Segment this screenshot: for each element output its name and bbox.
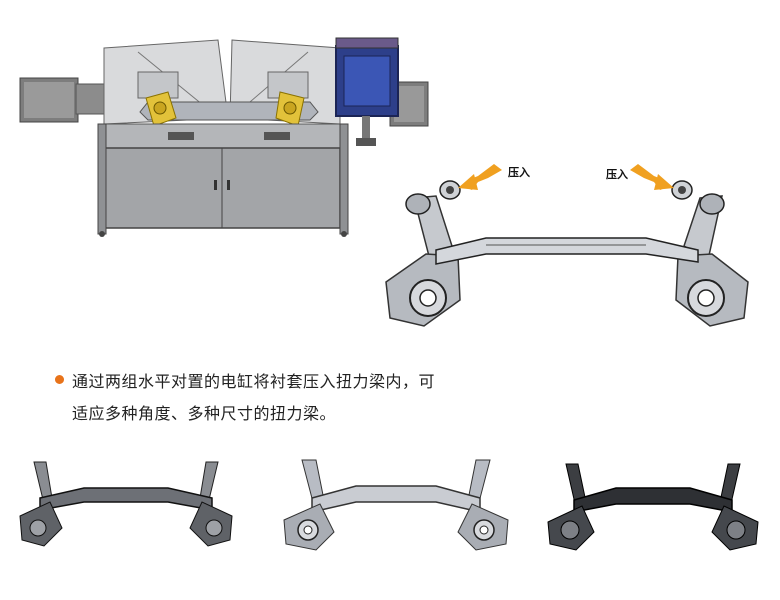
torsion-beam-press-diagram: 压入 压入	[366, 150, 766, 338]
press-arrow-right-icon	[630, 164, 674, 190]
right-bushing-icon	[671, 180, 693, 200]
torsion-beam-variant-1-drawing	[19, 461, 233, 547]
press-arrow-left-icon	[458, 164, 502, 190]
press-label-right: 压入	[606, 168, 628, 181]
left-bushing-icon	[439, 180, 461, 200]
torsion-beam-variant-2	[272, 456, 520, 554]
torsion-beam-variant-3-drawing	[547, 463, 759, 551]
torsion-beam-variant-3	[540, 460, 766, 552]
press-label-left: 压入	[508, 166, 530, 179]
torsion-beam-variant-2-drawing	[283, 459, 509, 551]
description-line-2: 适应多种角度、多种尺寸的扭力梁。	[72, 404, 337, 423]
description-line-1: 通过两组水平对置的电缸将衬套压入扭力梁内，可	[72, 372, 436, 391]
bullet-icon	[55, 375, 64, 384]
press-machine-illustration	[18, 28, 438, 240]
torsion-beam-variant-1	[4, 458, 248, 552]
press-machine-drawing	[19, 37, 429, 237]
torsion-beam-drawing	[385, 164, 749, 327]
